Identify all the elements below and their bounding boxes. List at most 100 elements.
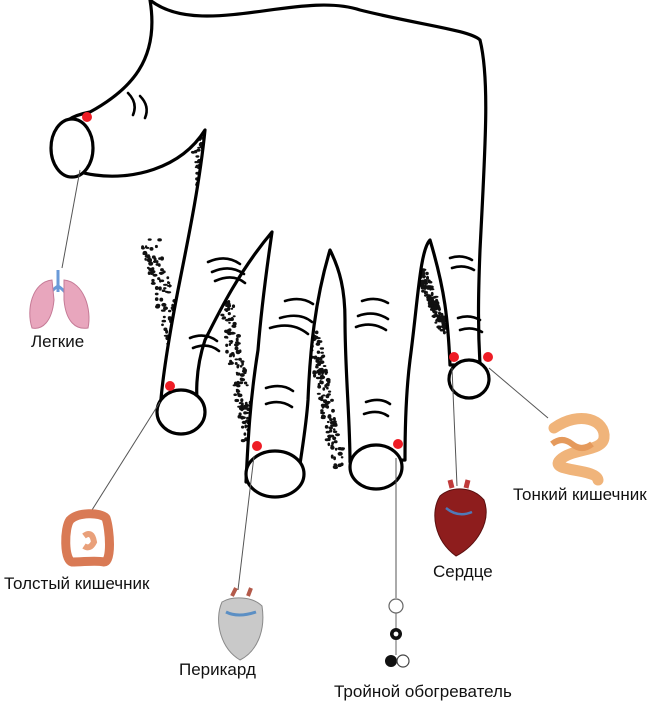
stipple-dot (334, 447, 338, 451)
hand-outline (53, 0, 488, 484)
stipple-dot (161, 289, 166, 293)
stipple-dot (237, 342, 241, 345)
stipple-dot (313, 374, 317, 378)
stipple-dot (195, 164, 199, 168)
stipple-dot (428, 285, 434, 288)
stipple-dot (239, 365, 243, 368)
stipple-dot (441, 322, 444, 325)
leader-lines (61, 169, 549, 598)
stipple-dot (230, 307, 234, 310)
stipple-dot (432, 300, 436, 304)
stipple-dot (240, 439, 246, 443)
stipple-dot (328, 426, 334, 430)
stipple-dot (434, 305, 438, 310)
stipple-dot (435, 314, 441, 317)
stipple-dot (230, 316, 234, 321)
stipple-dot (320, 411, 326, 415)
stipple-dot (337, 451, 343, 456)
stipple-dot (421, 289, 425, 293)
stipple-dot (150, 281, 156, 285)
stipple-dot (426, 275, 429, 280)
stipple-dot (226, 304, 232, 308)
stipple-dot (333, 440, 338, 444)
stipple-dot (234, 358, 239, 361)
stipple-dot (428, 280, 433, 284)
stipple-dot (322, 369, 326, 373)
stipple-dot (238, 349, 242, 354)
point-lungs (82, 112, 92, 122)
stipple-dot (157, 238, 162, 242)
stipple-dot (330, 398, 334, 402)
stipple-dot (232, 353, 235, 358)
stipple-dot (166, 276, 170, 280)
stipple-dot (237, 394, 243, 398)
stipple-dot (319, 347, 325, 350)
stipple-dot (423, 281, 426, 284)
stipple-dot (246, 416, 249, 420)
stipple-dot (162, 270, 166, 274)
lungs-icon (29, 270, 90, 329)
stipple-dot (244, 424, 247, 429)
stipple-dot (425, 271, 429, 276)
stipple-dot (226, 336, 229, 339)
stipple-dot (151, 278, 155, 283)
stipple-dot (168, 284, 171, 288)
middle-nail (244, 449, 306, 499)
stipple-dot (328, 434, 332, 439)
stipple-dot (155, 303, 161, 308)
stipple-dot (160, 256, 164, 261)
stipple-dot (316, 392, 321, 395)
stipple-dot (332, 417, 336, 421)
stipple-dot (324, 438, 330, 442)
stipple-dot (329, 418, 333, 422)
stipple-dot (159, 279, 162, 283)
stipple-dot (227, 306, 231, 311)
stipple-dot (154, 244, 158, 249)
stipple-dot (228, 321, 231, 324)
stipple-dot (149, 270, 154, 275)
stipple-dot (144, 257, 147, 261)
stipple-dot (158, 286, 162, 291)
large-intestine-icon (61, 509, 114, 567)
stipple-dot (144, 254, 150, 258)
stipple-dot (313, 356, 318, 360)
stipple-dot (155, 263, 160, 266)
stipple-dot (437, 326, 442, 330)
stipple-dot (151, 255, 156, 259)
stipple-dot (316, 350, 321, 354)
stipple-dot (235, 371, 239, 375)
stipple-dot (157, 277, 161, 281)
stipple-dot (245, 384, 249, 387)
stipple-dot (320, 380, 324, 385)
acupoints (82, 112, 493, 451)
stipple-dot (434, 321, 438, 324)
stipple-dot (225, 349, 229, 354)
small-intestine-icon (548, 413, 610, 486)
stipple-dot (317, 382, 321, 386)
stipple-dot (320, 409, 324, 413)
label-pericardium: Перикард (179, 660, 256, 679)
stipple-dot (195, 155, 200, 158)
stipple-dot (316, 339, 321, 344)
stipple-dot (221, 317, 226, 320)
stipple-dot (318, 396, 324, 399)
leader-heart (451, 367, 458, 487)
stipple-dot (239, 373, 245, 377)
stipple-dot (155, 260, 159, 264)
stipple-dot (431, 296, 437, 299)
knuckle-creases (126, 91, 484, 418)
stipple-dot (235, 388, 239, 392)
stipple-dot (325, 430, 330, 434)
stipple-dot (163, 283, 168, 286)
stipple-dot (227, 331, 233, 336)
stipple-dot (231, 304, 236, 309)
stipple-dot (442, 330, 446, 335)
stipple-dot (420, 285, 425, 290)
stipple-dot (435, 319, 439, 322)
stipple-dot (335, 433, 340, 437)
stipple-dot (426, 286, 431, 290)
stipple-dot (430, 291, 434, 297)
stipple-dot (152, 273, 158, 277)
stipple-dot (325, 394, 330, 399)
stipple-dot (331, 408, 335, 413)
